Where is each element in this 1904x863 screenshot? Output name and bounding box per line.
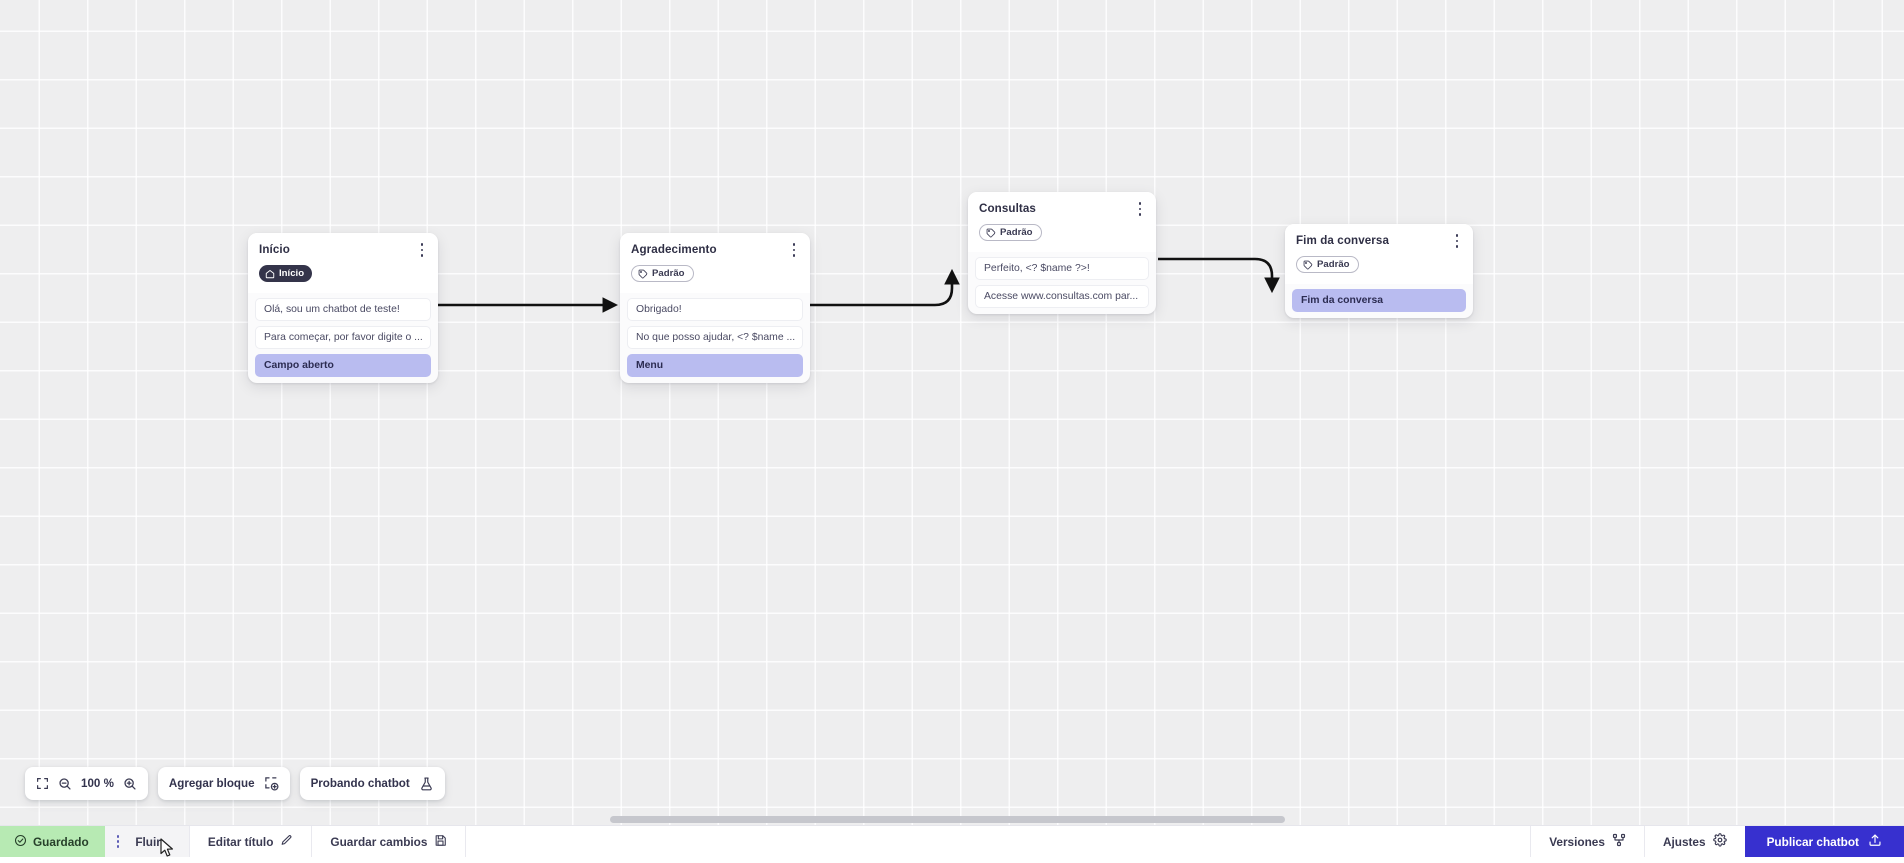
zoom-out-icon[interactable]: [58, 777, 72, 791]
fit-screen-icon[interactable]: [36, 777, 49, 790]
flow-node-inicio[interactable]: Início Início Olá, sou um chatbot de tes…: [248, 233, 438, 383]
settings-button[interactable]: Ajustes: [1644, 826, 1745, 857]
horizontal-scrollbar[interactable]: [0, 814, 1904, 825]
canvas-toolbar: 100 % Agregar bloque Prob: [25, 767, 445, 800]
node-title: Consultas: [979, 202, 1145, 215]
node-header: Agradecimento Padrão: [620, 233, 810, 293]
node-row[interactable]: Para começar, por favor digite o ...: [255, 326, 431, 349]
publish-label: Publicar chatbot: [1767, 835, 1859, 849]
node-badge-start: Início: [259, 265, 312, 282]
node-title: Fim da conversa: [1296, 234, 1462, 247]
node-row[interactable]: Olá, sou um chatbot de teste!: [255, 298, 431, 321]
tag-icon: [1303, 260, 1313, 270]
zoom-level-label: 100 %: [81, 777, 114, 790]
upload-icon: [1868, 833, 1882, 850]
node-badge-label: Padrão: [1317, 260, 1350, 270]
flow-tab[interactable]: Fluir: [105, 826, 190, 857]
node-row[interactable]: Acesse www.consultas.com par...: [975, 285, 1149, 308]
branch-icon: [1612, 833, 1626, 850]
flow-canvas[interactable]: Início Início Olá, sou um chatbot de tes…: [0, 0, 1904, 825]
more-vertical-icon[interactable]: [1133, 200, 1147, 218]
check-circle-icon: [14, 834, 27, 850]
node-row[interactable]: Campo aberto: [255, 354, 431, 377]
saved-label: Guardado: [33, 835, 89, 849]
publish-chatbot-button[interactable]: Publicar chatbot: [1745, 826, 1904, 857]
node-title: Início: [259, 243, 427, 256]
flow-node-consultas[interactable]: Consultas Padrão Perfeito, <? $name ?>! …: [968, 192, 1156, 314]
settings-label: Ajustes: [1663, 835, 1706, 849]
add-block-icon: [264, 776, 279, 791]
node-badge-default: Padrão: [979, 224, 1042, 241]
node-badge-default: Padrão: [631, 265, 694, 282]
save-disk-icon: [434, 834, 447, 850]
zoom-in-icon[interactable]: [123, 777, 137, 791]
node-badge-label: Padrão: [652, 269, 685, 279]
test-chatbot-label: Probando chatbot: [311, 777, 410, 790]
node-header: Fim da conversa Padrão: [1285, 224, 1473, 284]
edge-consultas-fim: [1158, 259, 1272, 290]
edge-agradecimento-consultas: [805, 272, 952, 305]
pencil-icon: [280, 834, 293, 850]
node-header: Início Início: [248, 233, 438, 293]
flask-icon: [419, 776, 434, 792]
more-vertical-icon[interactable]: [787, 241, 801, 259]
more-vertical-icon[interactable]: [415, 241, 429, 259]
node-row[interactable]: Menu: [627, 354, 803, 377]
node-badge-label: Início: [279, 269, 304, 279]
gear-icon: [1713, 833, 1727, 850]
bottom-bar-spacer: [466, 826, 1530, 857]
flow-node-agradecimento[interactable]: Agradecimento Padrão Obrigado! No que po…: [620, 233, 810, 383]
add-block-label: Agregar bloque: [169, 777, 255, 790]
test-chatbot-button[interactable]: Probando chatbot: [300, 767, 445, 800]
add-block-button[interactable]: Agregar bloque: [158, 767, 290, 800]
more-vertical-icon[interactable]: [117, 835, 120, 848]
edit-title-button[interactable]: Editar título: [190, 826, 313, 857]
node-row[interactable]: Obrigado!: [627, 298, 803, 321]
save-changes-button[interactable]: Guardar cambios: [312, 826, 466, 857]
node-badge-label: Padrão: [1000, 228, 1033, 238]
flow-node-fim-da-conversa[interactable]: Fim da conversa Padrão Fim da conversa: [1285, 224, 1473, 318]
zoom-controls[interactable]: 100 %: [25, 767, 148, 800]
tag-icon: [638, 269, 648, 279]
status-badge-saved: Guardado: [0, 826, 105, 857]
node-header: Consultas Padrão: [968, 192, 1156, 252]
node-title: Agradecimento: [631, 243, 799, 256]
node-row[interactable]: Fim da conversa: [1292, 289, 1466, 312]
node-badge-default: Padrão: [1296, 256, 1359, 273]
more-vertical-icon[interactable]: [1450, 232, 1464, 250]
versions-label: Versiones: [1549, 835, 1605, 849]
versions-button[interactable]: Versiones: [1530, 826, 1644, 857]
node-row[interactable]: No que posso ajudar, <? $name ...: [627, 326, 803, 349]
flow-tab-label: Fluir: [135, 835, 161, 849]
node-row[interactable]: Perfeito, <? $name ?>!: [975, 257, 1149, 280]
bottom-bar-right: Versiones Ajustes Publica: [1530, 826, 1904, 857]
bottom-bar: Guardado Fluir Editar título Guardar cam…: [0, 825, 1904, 857]
scrollbar-thumb[interactable]: [610, 816, 1285, 823]
home-icon: [265, 269, 275, 279]
flow-edges: [0, 0, 1904, 825]
edit-title-label: Editar título: [208, 835, 274, 849]
tag-icon: [986, 228, 996, 238]
save-changes-label: Guardar cambios: [330, 835, 427, 849]
